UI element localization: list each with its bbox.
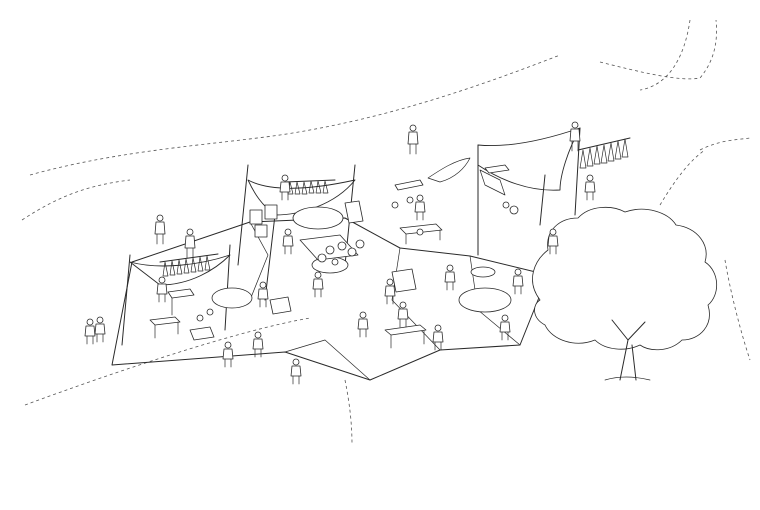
- person: [547, 228, 559, 255]
- person: [312, 271, 324, 298]
- person: [222, 341, 234, 368]
- person: [432, 324, 444, 351]
- person: [584, 174, 596, 201]
- crowd-details: [196, 196, 519, 322]
- canopy-right: [427, 127, 581, 256]
- clothes-rack-left: [159, 179, 336, 277]
- round-structures: [211, 206, 512, 313]
- person: [290, 358, 302, 385]
- person: [282, 228, 294, 255]
- person: [384, 278, 396, 305]
- paths: [21, 19, 751, 446]
- person: [512, 268, 524, 295]
- person: [414, 194, 426, 221]
- person: [279, 174, 291, 201]
- person: [397, 301, 409, 328]
- people: [84, 121, 596, 385]
- person: [84, 318, 96, 345]
- person: [154, 214, 166, 245]
- person: [257, 281, 269, 308]
- person: [569, 121, 581, 152]
- person: [94, 316, 106, 343]
- clothes-rack-right: [577, 137, 631, 169]
- market-stalls: [149, 164, 510, 349]
- person: [444, 264, 456, 291]
- person: [407, 124, 419, 155]
- person: [357, 311, 369, 338]
- person: [156, 276, 168, 303]
- person: [184, 228, 196, 259]
- person: [499, 314, 511, 341]
- person: [252, 331, 264, 358]
- tree: [532, 206, 718, 381]
